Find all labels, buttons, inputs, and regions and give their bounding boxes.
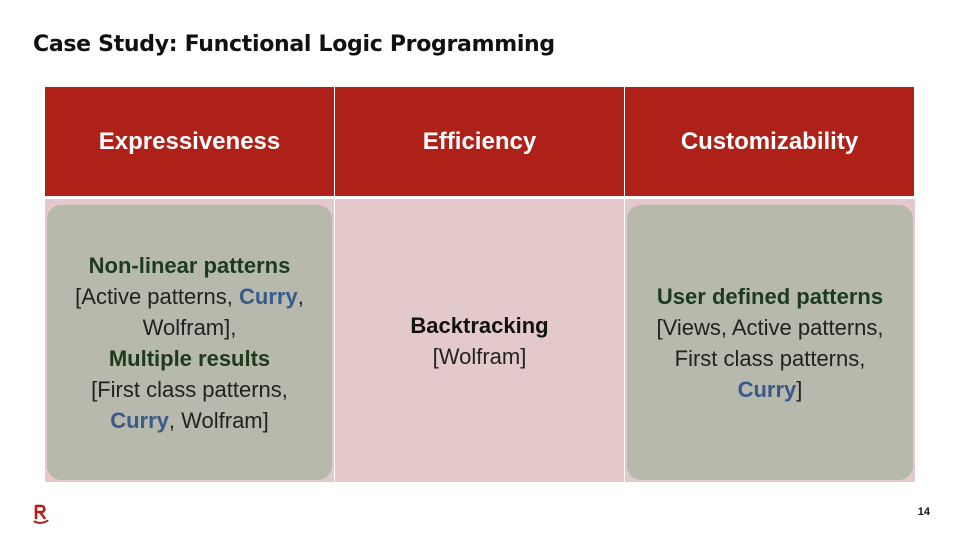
page-number: 14 — [917, 506, 930, 518]
non-linear-patterns-heading: Non-linear patterns — [88, 252, 291, 278]
r-logo-icon — [33, 504, 49, 524]
multiple-results-heading: Multiple results — [108, 345, 271, 371]
customizability-line-2: First class patterns, — [674, 345, 866, 371]
header-expressiveness: Expressiveness — [45, 87, 335, 199]
backtracking-heading: Backtracking — [410, 312, 549, 338]
curry-highlight: Curry — [239, 283, 298, 309]
efficiency-line: [Wolfram] — [432, 343, 527, 369]
user-defined-patterns-heading: User defined patterns — [656, 283, 884, 309]
header-efficiency: Efficiency — [335, 87, 625, 199]
expressiveness-box: Non-linear patterns [Active patterns, Cu… — [47, 205, 332, 480]
expressiveness-line-1: [Active patterns, Curry, — [75, 281, 304, 312]
text-active-patterns: [Active patterns, — [75, 283, 240, 309]
curry-highlight: Curry — [110, 407, 169, 433]
slide-title: Case Study: Functional Logic Programming — [33, 32, 555, 57]
expressiveness-line-4: Curry, Wolfram] — [110, 405, 269, 436]
customizability-line-1: [Views, Active patterns, — [656, 314, 884, 340]
customizability-line-3: Curry] — [738, 374, 803, 405]
efficiency-content: Backtracking [Wolfram] — [335, 199, 624, 482]
cell-customizability: User defined patterns [Views, Active pat… — [625, 199, 915, 482]
text-bracket: ] — [796, 376, 803, 402]
curry-highlight: Curry — [737, 376, 797, 402]
expressiveness-line-3: [First class patterns, — [91, 376, 288, 402]
cell-efficiency: Backtracking [Wolfram] — [335, 199, 625, 482]
text-comma: , — [297, 283, 304, 309]
text-wolfram: , Wolfram] — [168, 407, 269, 433]
customizability-box: User defined patterns [Views, Active pat… — [627, 205, 913, 480]
cell-expressiveness: Non-linear patterns [Active patterns, Cu… — [45, 199, 335, 482]
header-customizability: Customizability — [625, 87, 915, 199]
comparison-table: Expressiveness Efficiency Customizabilit… — [45, 87, 915, 482]
expressiveness-line-2: Wolfram], — [142, 314, 237, 340]
